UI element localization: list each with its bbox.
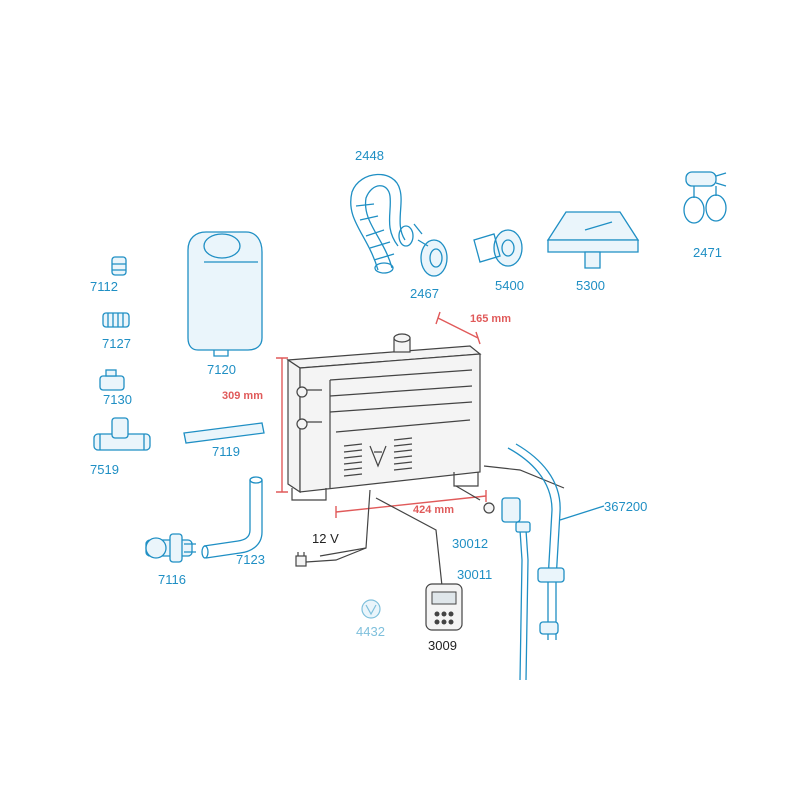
label-367200: 367200 — [604, 499, 647, 514]
label-4432: 4432 — [356, 624, 385, 639]
wiring-harness — [305, 465, 565, 587]
label-2471: 2471 — [693, 245, 722, 260]
dimension-width — [335, 490, 487, 518]
label-7112: 7112 — [90, 279, 118, 294]
label-30012: 30012 — [452, 536, 488, 551]
label-3009: 3009 — [428, 638, 457, 653]
fitting-7130 — [99, 369, 125, 391]
steam-generator-unit — [286, 333, 482, 501]
water-tank-7120 — [187, 231, 263, 357]
label-voltage: 12 V — [312, 531, 339, 546]
dimension-depth — [435, 311, 481, 345]
dim-height-label: 309 mm — [222, 390, 263, 402]
bent-pipe-7123 — [201, 476, 263, 559]
dim-width-label: 424 mm — [413, 504, 454, 516]
steam-pipe-367200 — [507, 443, 565, 640]
straight-pipe-7119 — [183, 422, 265, 444]
label-2467: 2467 — [410, 286, 439, 301]
accessory-4432 — [361, 599, 381, 619]
label-5400: 5400 — [495, 278, 524, 293]
label-7119: 7119 — [212, 444, 240, 459]
label-2448: 2448 — [355, 148, 384, 163]
label-5300: 5300 — [576, 278, 605, 293]
fitting-7127 — [102, 312, 130, 328]
valve-fitting-7116 — [145, 533, 196, 563]
tee-fitting-7519 — [93, 417, 151, 451]
clamp-set-2471 — [683, 171, 727, 224]
leader-367200 — [559, 505, 605, 521]
label-7123: 7123 — [236, 552, 265, 567]
label-7519: 7519 — [90, 462, 119, 477]
dimension-height — [276, 357, 288, 493]
fitting-7112 — [111, 256, 127, 276]
probe-30011 — [515, 521, 531, 681]
label-7130: 7130 — [103, 392, 132, 407]
label-7116: 7116 — [158, 572, 186, 587]
label-7127: 7127 — [102, 336, 131, 351]
dim-depth-label: 165 mm — [470, 313, 511, 325]
outlet-cap-5300 — [546, 211, 640, 269]
clamp-ring-2467 — [413, 223, 448, 277]
control-panel-3009 — [425, 583, 463, 631]
power-connector — [295, 552, 307, 567]
label-7120: 7120 — [207, 362, 236, 377]
exhaust-hose-2448 — [350, 173, 414, 274]
sensor-30012 — [483, 497, 521, 523]
exhaust-flange-5400 — [473, 229, 523, 267]
label-30011: 30011 — [457, 567, 492, 582]
